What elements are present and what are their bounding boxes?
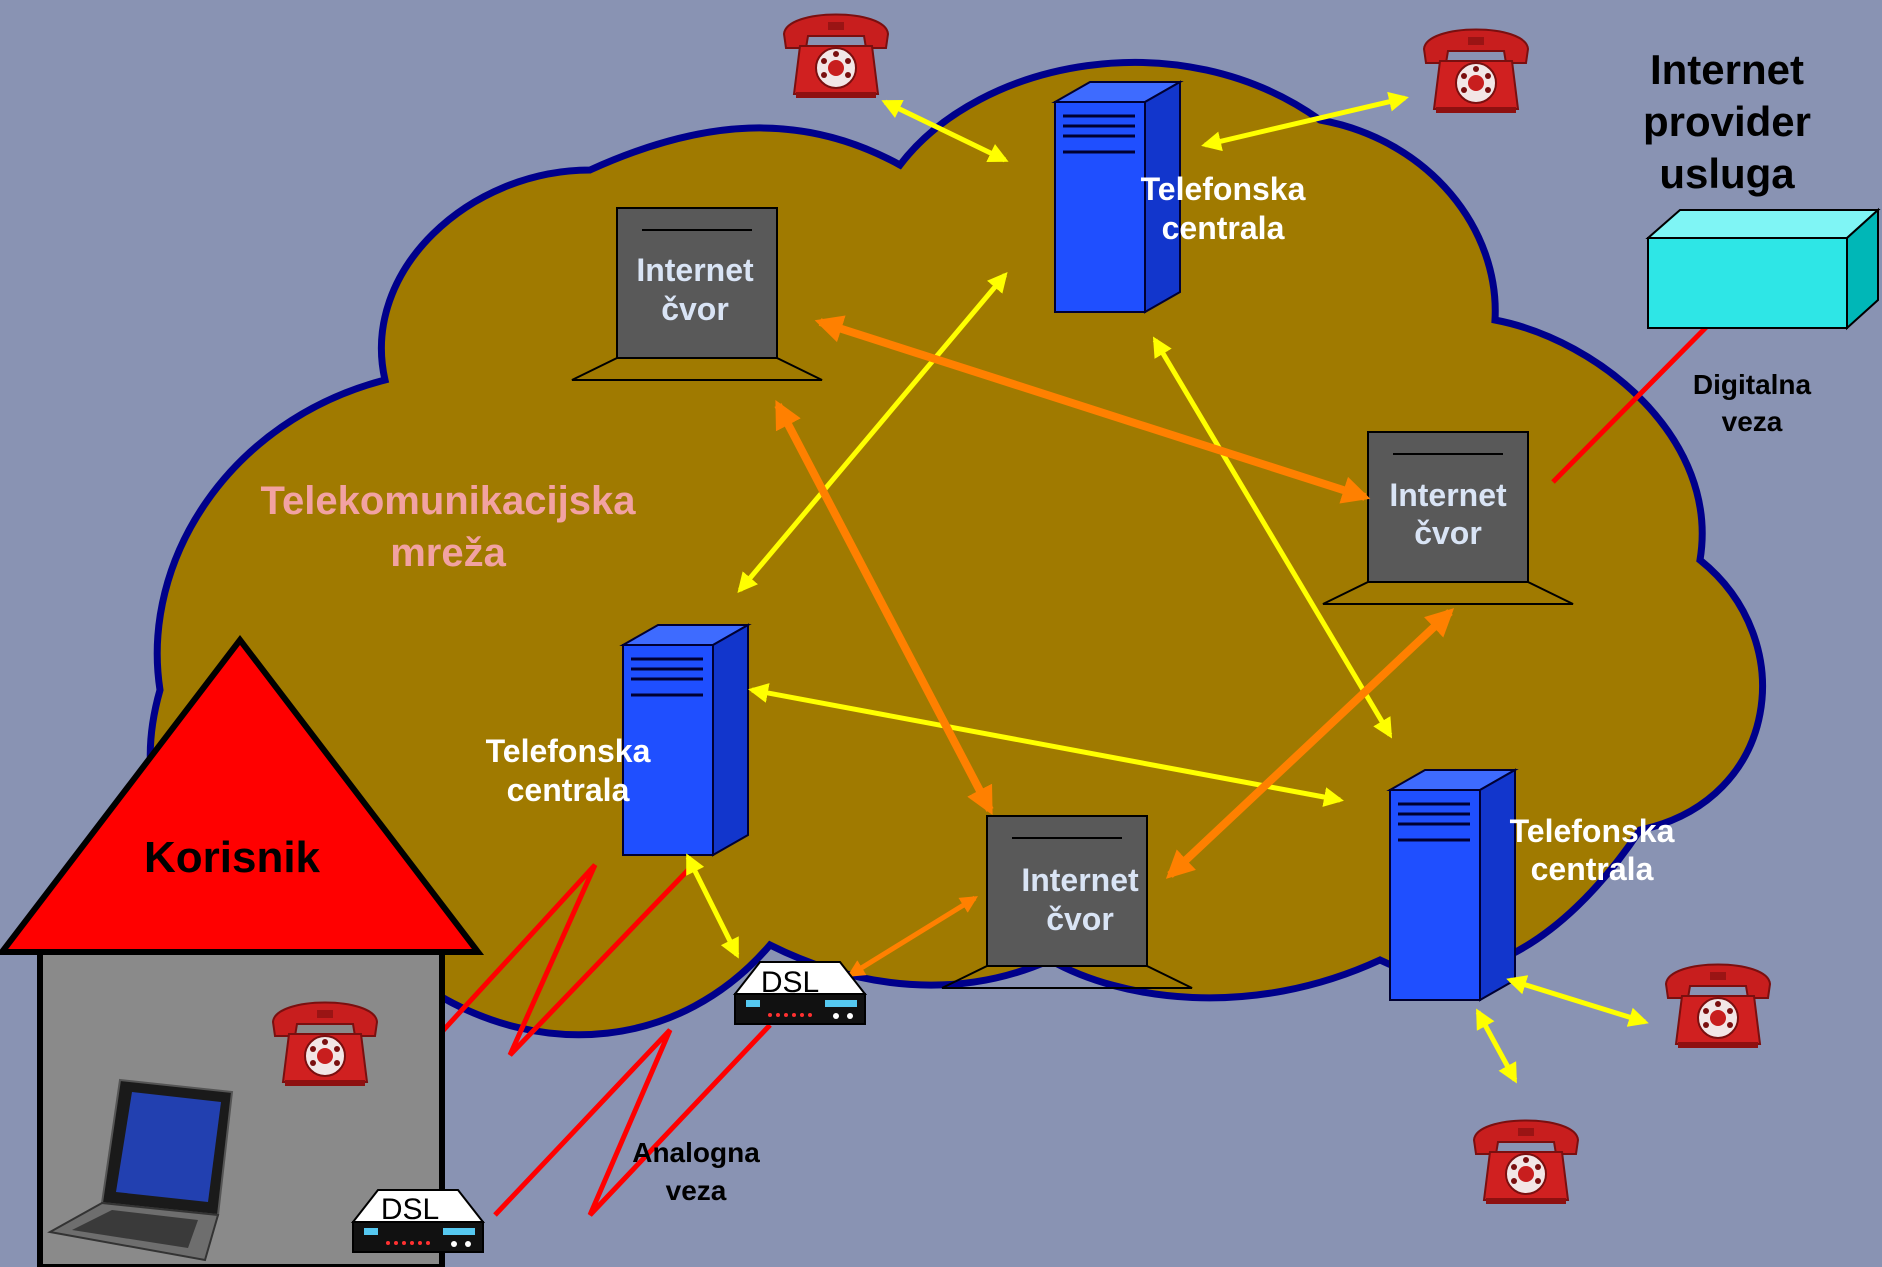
node-bottom-label-line1: Internet xyxy=(1021,862,1139,898)
node-right-label-line1: Internet xyxy=(1389,477,1507,513)
link-exchange-left-dsl xyxy=(685,853,740,959)
isp-server-icon xyxy=(1645,207,1881,331)
telephone-exchange-right-server-icon xyxy=(1388,768,1517,1002)
telephone-icon xyxy=(783,13,889,99)
analog-link-label-line2: veza xyxy=(666,1175,727,1206)
dsl-label: DSL xyxy=(761,966,819,999)
user-label: Korisnik xyxy=(144,833,321,882)
isp-label-line1: Internet xyxy=(1650,46,1804,93)
telephone-icon xyxy=(1423,28,1529,114)
telephone-icon xyxy=(1665,963,1771,1049)
exchange-right-label-line1: Telefonska xyxy=(1510,813,1675,849)
laptop-icon xyxy=(47,1078,234,1262)
isp-label-line2: provider xyxy=(1643,98,1811,145)
node-bottom-label-line2: čvor xyxy=(1046,901,1114,937)
network-label-line1: Telekomunikacijska xyxy=(261,479,637,523)
analog-wire-1 xyxy=(414,863,692,1062)
network-label-line2: mreža xyxy=(390,531,506,575)
digital-link-label-line2: veza xyxy=(1722,406,1783,437)
exchange-left-label-line1: Telefonska xyxy=(486,733,651,769)
link-phone-exchange-top-a xyxy=(881,99,1009,163)
node-right-label-line2: čvor xyxy=(1414,515,1482,551)
exchange-left-label-line2: centrala xyxy=(507,772,630,808)
analog-link-label-line1: Analogna xyxy=(632,1137,760,1168)
link-exchange-phone-bottom xyxy=(1475,1008,1518,1084)
link-dsl-node-bottom xyxy=(847,895,978,978)
telephone-icon xyxy=(1473,1119,1579,1205)
exchange-top-label-line1: Telefonska xyxy=(1141,171,1306,207)
dsl-label: DSL xyxy=(381,1193,439,1226)
analog-wire-2 xyxy=(493,1023,772,1217)
link-exchange-phone-right xyxy=(1506,975,1649,1027)
node-top-label-line2: čvor xyxy=(661,291,729,327)
exchange-right-label-line2: centrala xyxy=(1531,851,1654,887)
isp-label-line3: usluga xyxy=(1659,150,1795,197)
link-phone-exchange-top-b xyxy=(1201,91,1409,152)
link-node-top-right xyxy=(814,315,1371,504)
node-top-label-line1: Internet xyxy=(636,252,754,288)
telephone-icon xyxy=(272,1001,378,1087)
digital-link-label-line1: Digitalna xyxy=(1693,369,1812,400)
link-node-right-bottom xyxy=(1165,608,1455,879)
link-node-top-bottom xyxy=(774,400,994,815)
exchange-top-label-line2: centrala xyxy=(1162,210,1285,246)
